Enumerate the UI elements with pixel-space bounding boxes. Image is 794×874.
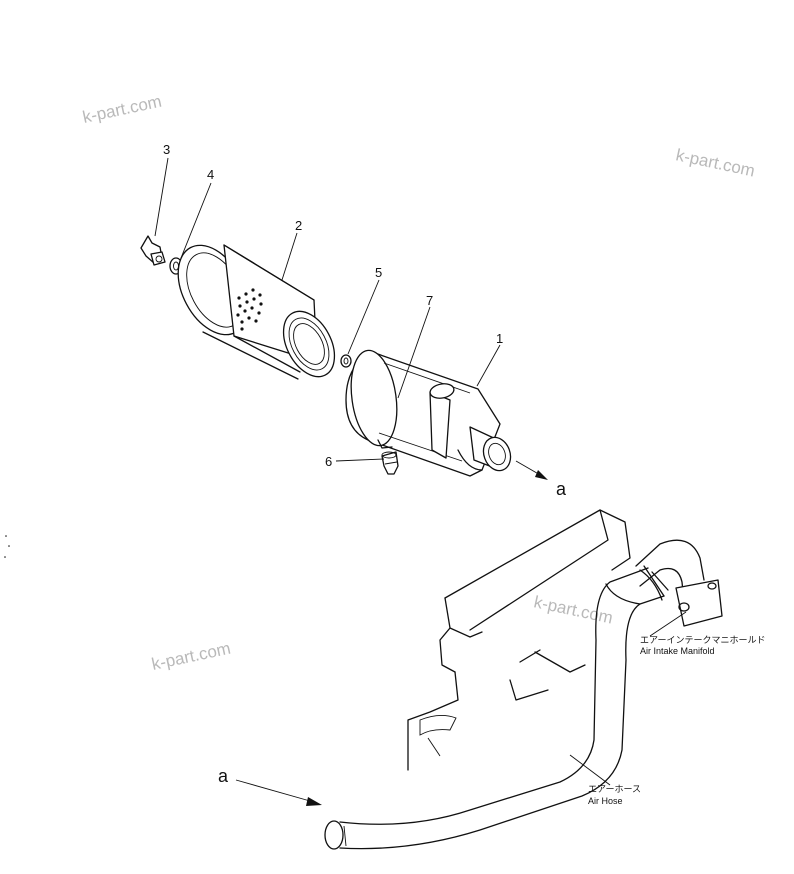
engine-block	[407, 509, 631, 771]
filter-element	[177, 244, 336, 380]
callout-6: 6	[325, 454, 332, 469]
watermark-2: k-part.com	[674, 145, 756, 180]
wing-bolt	[140, 235, 166, 266]
hose-label-en: Air Hose	[588, 796, 623, 806]
small-washer	[340, 354, 352, 368]
air-hose	[324, 565, 669, 850]
watermark-4: k-part.com	[150, 639, 232, 674]
callout-4: 4	[207, 167, 214, 182]
flow-arrow-top	[515, 460, 548, 480]
edge-marks	[4, 535, 10, 558]
hose-label-jp: エアーホース	[588, 784, 641, 794]
callout-1: 1	[496, 331, 503, 346]
manifold-label-en: Air Intake Manifold	[640, 646, 715, 656]
air-cleaner-body	[345, 349, 512, 477]
watermark-1: k-part.com	[81, 92, 163, 127]
callout-7: 7	[426, 293, 433, 308]
callout-5: 5	[375, 265, 382, 280]
flow-marker-top: a	[556, 479, 567, 499]
callout-3: 3	[163, 142, 170, 157]
air-intake-manifold	[635, 539, 723, 627]
callout-2: 2	[295, 218, 302, 233]
manifold-leader	[649, 611, 687, 637]
manifold-label-jp: エアーインテークマニホールド	[640, 635, 765, 645]
hose-leader	[569, 754, 611, 786]
watermark-3: k-part.com	[532, 592, 614, 627]
filter-holes	[236, 288, 263, 331]
flow-marker-bottom: a	[218, 766, 229, 786]
dust-valve	[381, 451, 399, 475]
callout-leaders	[154, 157, 501, 462]
flow-arrow-bottom	[235, 779, 322, 806]
